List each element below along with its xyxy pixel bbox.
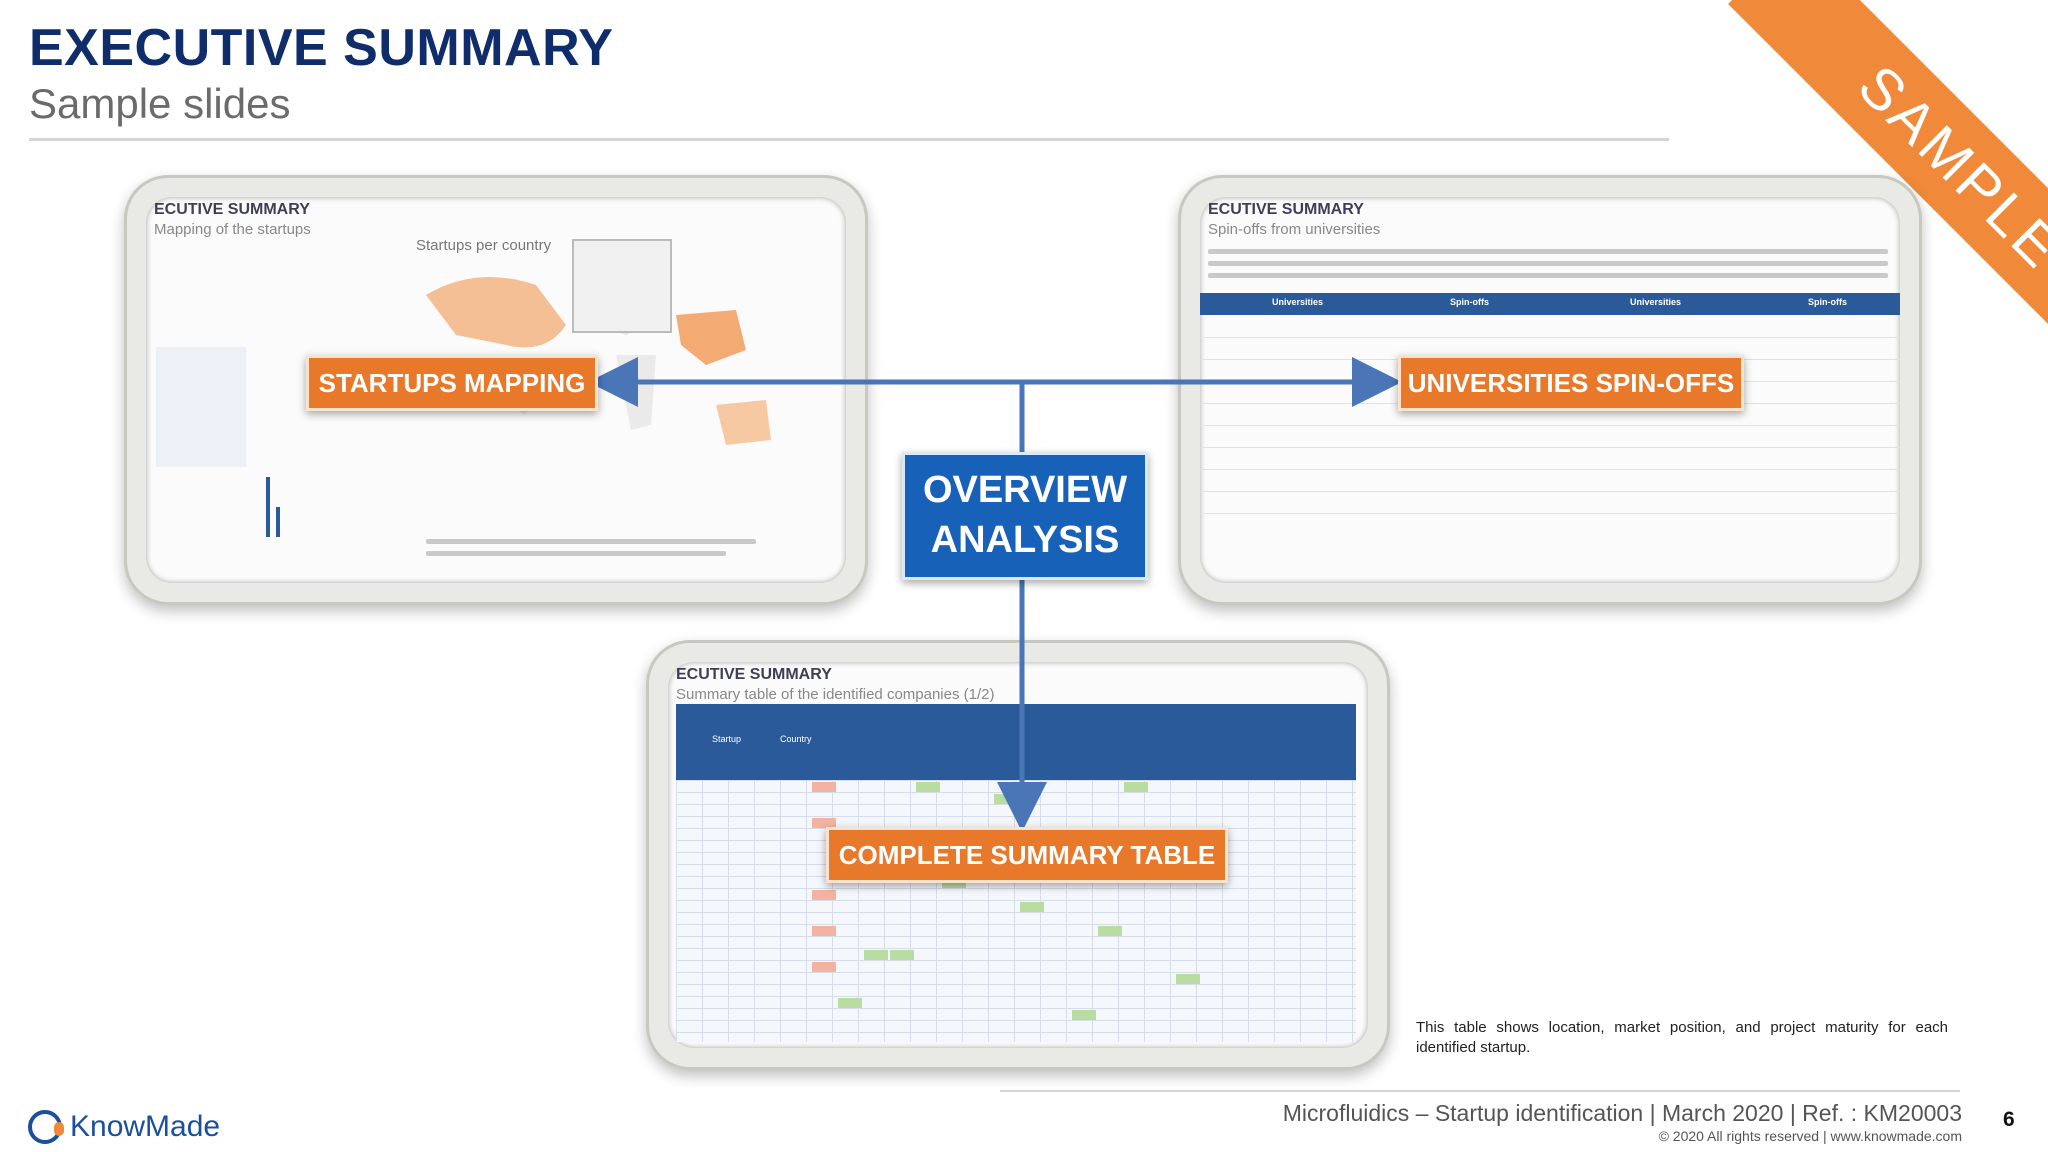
footer-copyright: © 2020 All rights reserved | www.knowmad…	[1658, 1128, 1962, 1144]
table-row	[1200, 513, 1900, 514]
page-title: EXECUTIVE SUMMARY	[29, 19, 614, 77]
table-cell	[1020, 902, 1044, 912]
thumbnail-heading: ECUTIVE SUMMARY	[154, 201, 310, 218]
thumbnail-heading: ECUTIVE SUMMARY	[1208, 201, 1364, 218]
thumbnail-table-header: Universities Spin-offs Universities Spin…	[1200, 293, 1900, 315]
thumbnail-logo-box	[572, 239, 672, 333]
table-column-header: Startup	[712, 734, 742, 744]
table-column-header: Spin-offs	[1808, 297, 1847, 307]
thumbnail-text-line	[426, 551, 726, 556]
thumbnail-summary-table[interactable]: ECUTIVE SUMMARY Summary table of the ide…	[646, 640, 1390, 1070]
knowmade-logo: KnowMade	[28, 1108, 220, 1146]
logo-text: KnowMade	[70, 1110, 221, 1143]
table-column-header: Country	[780, 734, 812, 744]
table-cell	[1098, 926, 1122, 936]
table-column-header: Spin-offs	[1450, 297, 1489, 307]
thumbnail-text-line	[1208, 261, 1888, 266]
thumbnail-table-grid	[676, 780, 1356, 1042]
title-divider	[29, 138, 1669, 141]
universities-spinoffs-label: UNIVERSITIES SPIN-OFFS	[1398, 355, 1744, 411]
table-cell	[864, 950, 888, 960]
table-cell	[838, 998, 862, 1008]
table-cell	[812, 962, 836, 972]
table-row	[1200, 425, 1900, 426]
table-cell	[812, 890, 836, 900]
thumbnail-table-header: Startup Country	[676, 704, 1356, 780]
thumbnail-screen: ECUTIVE SUMMARY Summary table of the ide…	[668, 662, 1368, 1048]
summary-table-label: COMPLETE SUMMARY TABLE	[826, 827, 1228, 883]
thumbnail-bar	[266, 477, 270, 537]
table-cell	[812, 818, 836, 828]
table-column-header: Universities	[1630, 297, 1682, 307]
table-cell	[890, 950, 914, 960]
table-row	[1200, 491, 1900, 492]
table-column-header: Universities	[1272, 297, 1324, 307]
thumbnail-text-line	[1208, 249, 1888, 254]
table-description: This table shows location, market positi…	[1416, 1019, 1948, 1056]
table-cell	[916, 782, 940, 792]
thumbnail-subheading: Spin-offs from universities	[1208, 221, 1381, 238]
table-row	[1200, 469, 1900, 470]
table-cell	[1124, 782, 1148, 792]
startups-mapping-label: STARTUPS MAPPING	[306, 355, 598, 411]
thumbnail-subheading: Summary table of the identified companie…	[676, 686, 995, 703]
thumbnail-text-line	[426, 539, 756, 544]
page-subtitle: Sample slides	[29, 80, 291, 127]
table-row	[1200, 337, 1900, 338]
table-cell	[812, 782, 836, 792]
footer-divider	[1000, 1090, 1960, 1092]
thumbnail-chart-title: Startups per country	[416, 237, 552, 254]
overview-analysis-box: OVERVIEW ANALYSIS	[902, 452, 1148, 580]
page-number: 6	[2003, 1108, 2015, 1131]
table-cell	[1176, 974, 1200, 984]
table-cell	[1072, 1010, 1096, 1020]
thumbnail-bar	[276, 507, 280, 537]
logo-icon	[28, 1110, 64, 1144]
thumbnail-logos-panel	[156, 347, 246, 467]
table-cell	[994, 794, 1018, 804]
overview-line-2: ANALYSIS	[930, 519, 1120, 561]
overview-line-1: OVERVIEW	[922, 469, 1128, 511]
thumbnail-text-line	[1208, 273, 1888, 278]
thumbnail-subheading: Mapping of the startups	[154, 221, 311, 238]
table-cell	[942, 878, 966, 888]
table-row	[1200, 447, 1900, 448]
footer-reference: Microfluidics – Startup identification |…	[1282, 1100, 1962, 1126]
thumbnail-heading: ECUTIVE SUMMARY	[676, 666, 832, 683]
table-cell	[812, 926, 836, 936]
